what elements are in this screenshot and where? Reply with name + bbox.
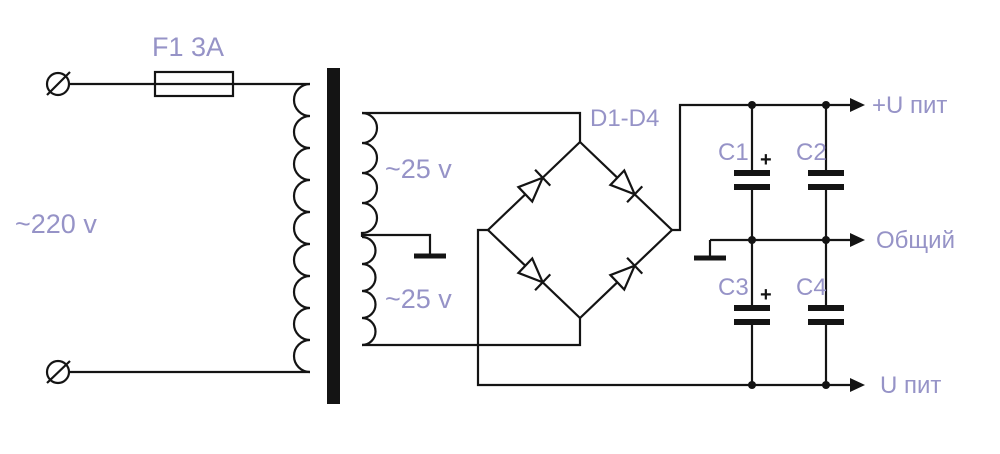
mains-voltage-label: ~220 v — [15, 209, 97, 239]
capacitor-c3 — [734, 240, 770, 385]
bridge-label: D1-D4 — [590, 105, 659, 132]
fuse-body — [153, 70, 235, 98]
secondary-bottom-wire — [362, 318, 582, 347]
common-ground — [694, 240, 726, 261]
junction-dots — [748, 101, 830, 389]
secondary-winding-upper — [360, 111, 379, 237]
negative-rail — [476, 228, 850, 387]
transformer-core — [327, 68, 340, 404]
capacitor-c2 — [808, 105, 844, 240]
capacitor-c1 — [734, 105, 770, 240]
secondary-top-voltage-label: ~25 v — [385, 154, 452, 184]
fuse-label: F1 3A — [152, 32, 224, 62]
output-positive-label: +U пит — [872, 92, 947, 119]
capacitor-c2-label: C2 — [796, 139, 827, 166]
arrow-negative-output — [850, 378, 865, 392]
input-terminal-top — [45, 71, 71, 97]
diode-lower-left — [516, 256, 552, 292]
primary-winding — [292, 82, 311, 374]
output-common-label: Общий — [876, 227, 955, 254]
bridge-diamond — [486, 140, 674, 320]
input-terminal-bottom — [45, 359, 71, 385]
center-tap-ground — [362, 233, 446, 259]
capacitor-c4 — [808, 240, 844, 385]
diode-lower-right — [608, 256, 644, 292]
diode-upper-right — [608, 168, 644, 204]
diode-upper-left — [516, 168, 552, 204]
secondary-bottom-voltage-label: ~25 v — [385, 284, 452, 314]
positive-rail — [672, 103, 850, 232]
capacitor-c4-label: C4 — [796, 274, 827, 301]
arrow-positive-output — [850, 98, 865, 112]
capacitor-c3-label: C3 — [718, 274, 749, 301]
output-negative-label: U пит — [880, 372, 941, 399]
secondary-top-wire — [362, 111, 582, 142]
capacitor-c1-label: C1 — [718, 139, 749, 166]
arrow-common-output — [850, 233, 865, 247]
secondary-winding-lower — [361, 235, 377, 347]
polarity-plus-top: + — [760, 149, 772, 171]
polarity-plus-bottom: + — [760, 284, 772, 306]
